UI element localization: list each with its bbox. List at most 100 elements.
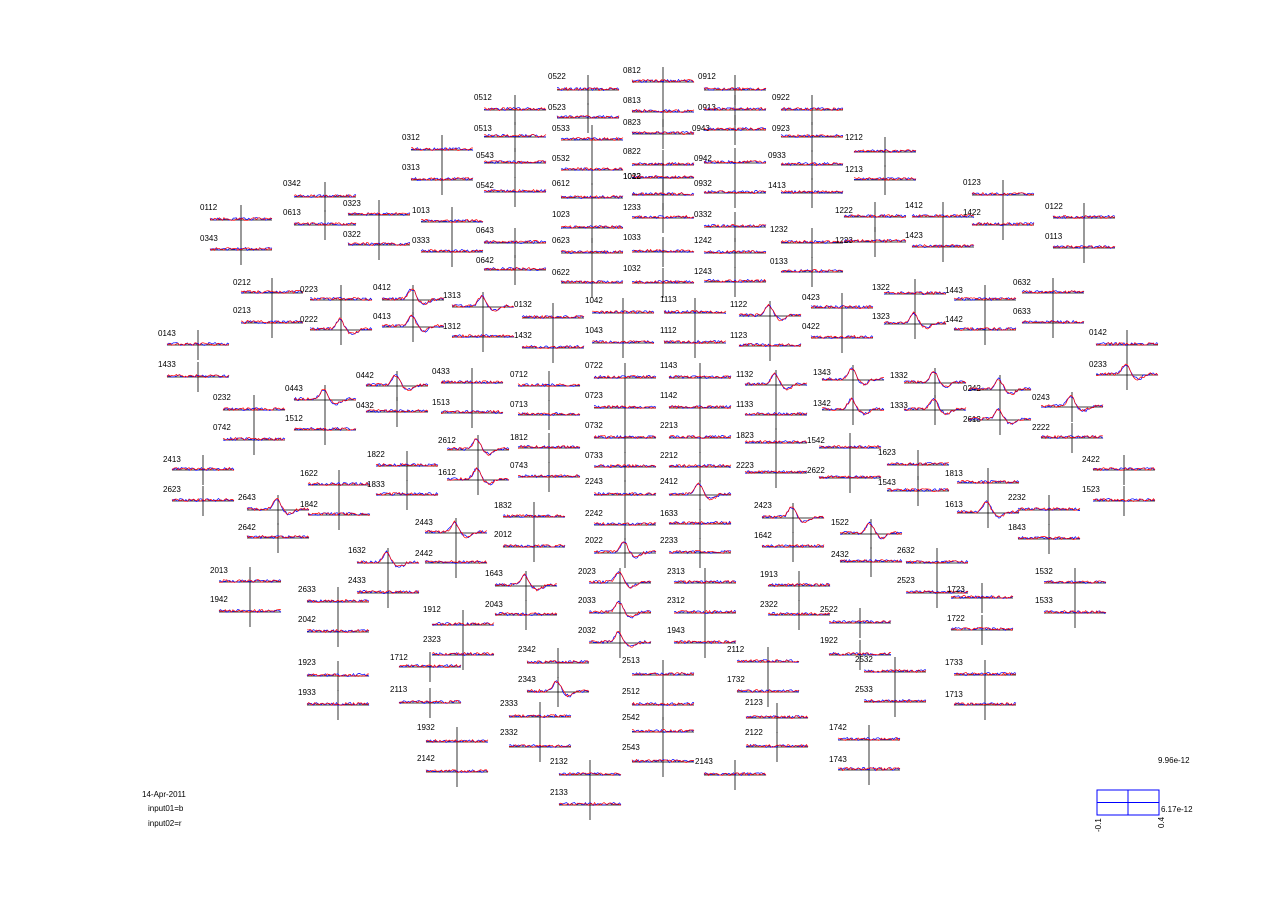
sensor-label: 1143	[660, 361, 678, 370]
sensor-label: 0943	[692, 124, 710, 133]
sensor-1642: 1642	[754, 531, 825, 562]
sensor-label: 1922	[820, 636, 838, 645]
trace-input02	[517, 383, 581, 387]
sensor-0433: 0433	[432, 367, 504, 398]
sensor-label: 2212	[660, 451, 678, 460]
sensor-2112: 2112	[727, 645, 800, 677]
sensor-label: 1722	[947, 614, 965, 623]
sensor-label: 0822	[623, 147, 641, 156]
trace-input02	[780, 162, 844, 166]
trace-input01	[375, 462, 439, 467]
sensor-0412: 0412	[373, 283, 445, 315]
sensor-2422: 2422	[1082, 455, 1156, 485]
sensor-1912: 1912	[423, 605, 495, 640]
sensor-label: 0233	[1089, 360, 1107, 369]
sensor-1942: 1942	[210, 595, 282, 627]
trace-input02	[521, 345, 585, 349]
trace-input02	[446, 438, 510, 456]
sensor-2522: 2522	[820, 605, 892, 638]
scale-value-label: 9.96e-12	[1158, 756, 1190, 765]
trace-input02	[451, 334, 515, 338]
sensor-1243: 1243	[694, 267, 767, 297]
sensor-label: 1413	[768, 181, 786, 190]
sensor-label: 0543	[476, 151, 494, 160]
sensor-label: 1712	[390, 653, 408, 662]
trace-input02	[431, 651, 495, 656]
sensor-1842: 1842	[300, 500, 371, 530]
sensor-label: 1633	[660, 509, 678, 518]
trace-input02	[558, 772, 622, 776]
trace-input02	[440, 380, 504, 385]
sensor-1523: 1523	[1082, 485, 1156, 516]
sensor-0143: 0143	[158, 329, 230, 360]
sensor-label: 0742	[213, 423, 231, 432]
sensor-label: 2012	[494, 530, 512, 539]
trace-input02	[703, 250, 767, 254]
trace-input01	[703, 190, 767, 194]
trace-input02	[745, 743, 809, 748]
sensor-0233: 0233	[1089, 360, 1159, 390]
sensor-2322: 2322	[760, 600, 831, 630]
sensor-label: 2112	[727, 645, 745, 654]
sensor-label: 1022	[623, 172, 641, 181]
sensor-0533: 0533	[552, 124, 624, 155]
sensor-label: 1433	[158, 360, 176, 369]
sensor-1612: 1612	[438, 465, 510, 495]
trace-input02	[483, 134, 547, 138]
trace-input02	[663, 310, 727, 314]
sensor-label: 1422	[963, 208, 981, 217]
trace-input01	[398, 664, 462, 668]
sensor-1632: 1632	[348, 546, 420, 578]
date-label: 14-Apr-2011	[142, 790, 186, 799]
trace-input02	[398, 700, 462, 704]
sensor-2432: 2432	[831, 547, 903, 577]
trace-input01	[560, 137, 624, 141]
trace-input02	[668, 434, 732, 439]
sensor-label: 0733	[585, 451, 603, 460]
trace-input01	[398, 700, 462, 704]
sensor-label: 1913	[760, 570, 778, 579]
sensor-label: 1742	[829, 723, 847, 732]
sensor-label: 0433	[432, 367, 450, 376]
trace-input02	[375, 462, 439, 467]
sensor-label: 0313	[402, 163, 420, 172]
trace-input02	[853, 149, 917, 153]
sensor-label: 0332	[694, 210, 712, 219]
trace-input02	[593, 435, 657, 440]
trace-input02	[911, 244, 975, 249]
sensor-0322: 0322	[343, 230, 411, 260]
sensor-1732: 1732	[727, 675, 800, 707]
sensor-label: 0823	[623, 118, 641, 127]
trace-input02	[631, 131, 695, 135]
trace-input01	[593, 434, 657, 440]
sensor-label: 1623	[878, 448, 896, 457]
trace-input01	[843, 239, 907, 243]
sensor-0943: 0943	[692, 115, 767, 145]
trace-input02	[593, 492, 657, 497]
sensor-label: 0643	[476, 226, 494, 235]
sensor-label: 1023	[552, 210, 570, 219]
sensor-2523: 2523	[897, 576, 969, 608]
sensor-label: 1042	[585, 296, 603, 305]
trace-input01	[306, 599, 370, 603]
sensor-2242: 2242	[585, 509, 657, 540]
sensor-0413: 0413	[373, 312, 445, 342]
sensor-label: 2413	[163, 455, 181, 464]
sensor-0643: 0643	[476, 226, 547, 258]
sensor-label: 0432	[356, 401, 374, 410]
trace-input02	[588, 601, 652, 618]
trace-input02	[593, 522, 657, 526]
sensor-label: 1622	[300, 469, 318, 478]
info-block: 14-Apr-2011 input01=b input02=r	[142, 790, 186, 828]
trace-input01	[307, 511, 371, 516]
sensor-0923: 0923	[772, 122, 844, 152]
trace-input02	[863, 699, 927, 704]
sensor-0543: 0543	[476, 148, 547, 178]
sensor-label: 0243	[1032, 393, 1050, 402]
trace-input02	[593, 541, 657, 558]
sensor-label: 1032	[623, 264, 641, 273]
sensor-2013: 2013	[210, 566, 282, 597]
trace-input02	[668, 464, 732, 468]
sensor-label: 0542	[476, 181, 494, 190]
trace-input01	[821, 398, 885, 416]
